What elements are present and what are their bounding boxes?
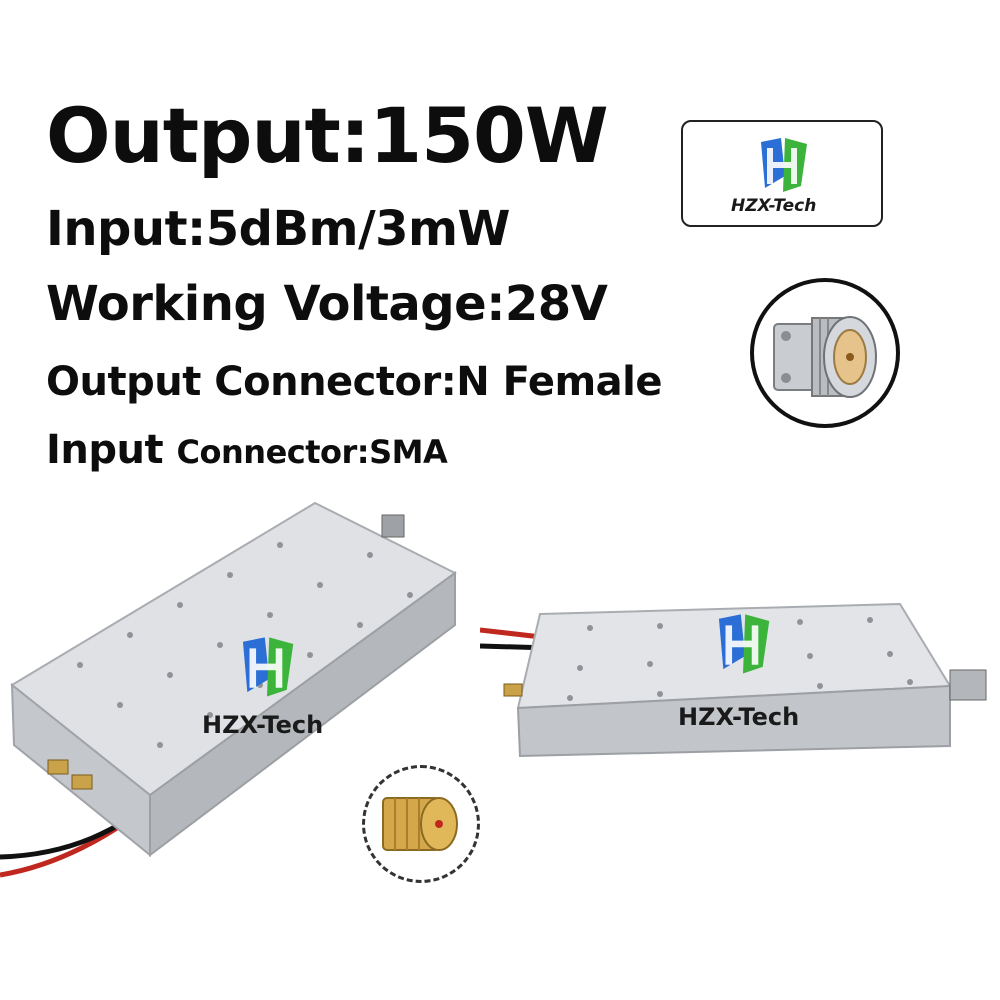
brand-logo-card: HZX-Tech: [681, 120, 883, 227]
spec-input-connector: Input Connector:SMA: [46, 427, 448, 473]
device-left-brand: HZX-Tech: [202, 711, 324, 739]
spec-output-power: Output:150W: [46, 91, 609, 180]
spec-input-connector-type: Connector:SMA: [176, 433, 448, 471]
hzx-logo-icon: [718, 614, 770, 674]
device-right-brand: HZX-Tech: [678, 703, 800, 731]
amplifier-module-right: HZX-Tech: [479, 598, 1000, 768]
brand-name: HZX-Tech: [731, 196, 817, 216]
amplifier-module-left: HZX-Tech: [0, 495, 470, 895]
spec-input-power: Input:5dBm/3mW: [46, 201, 510, 257]
device-left-logo: [232, 635, 302, 705]
hzx-logo-icon: [761, 138, 807, 192]
device-right-logo: [708, 612, 778, 682]
spec-working-voltage: Working Voltage:28V: [46, 276, 608, 332]
spec-input-connector-word: Input: [46, 427, 164, 473]
hzx-logo-icon: [242, 637, 294, 697]
sma-connector-icon: [362, 765, 480, 883]
n-female-connector-icon: [750, 278, 900, 428]
spec-output-connector: Output Connector:N Female: [46, 359, 662, 405]
